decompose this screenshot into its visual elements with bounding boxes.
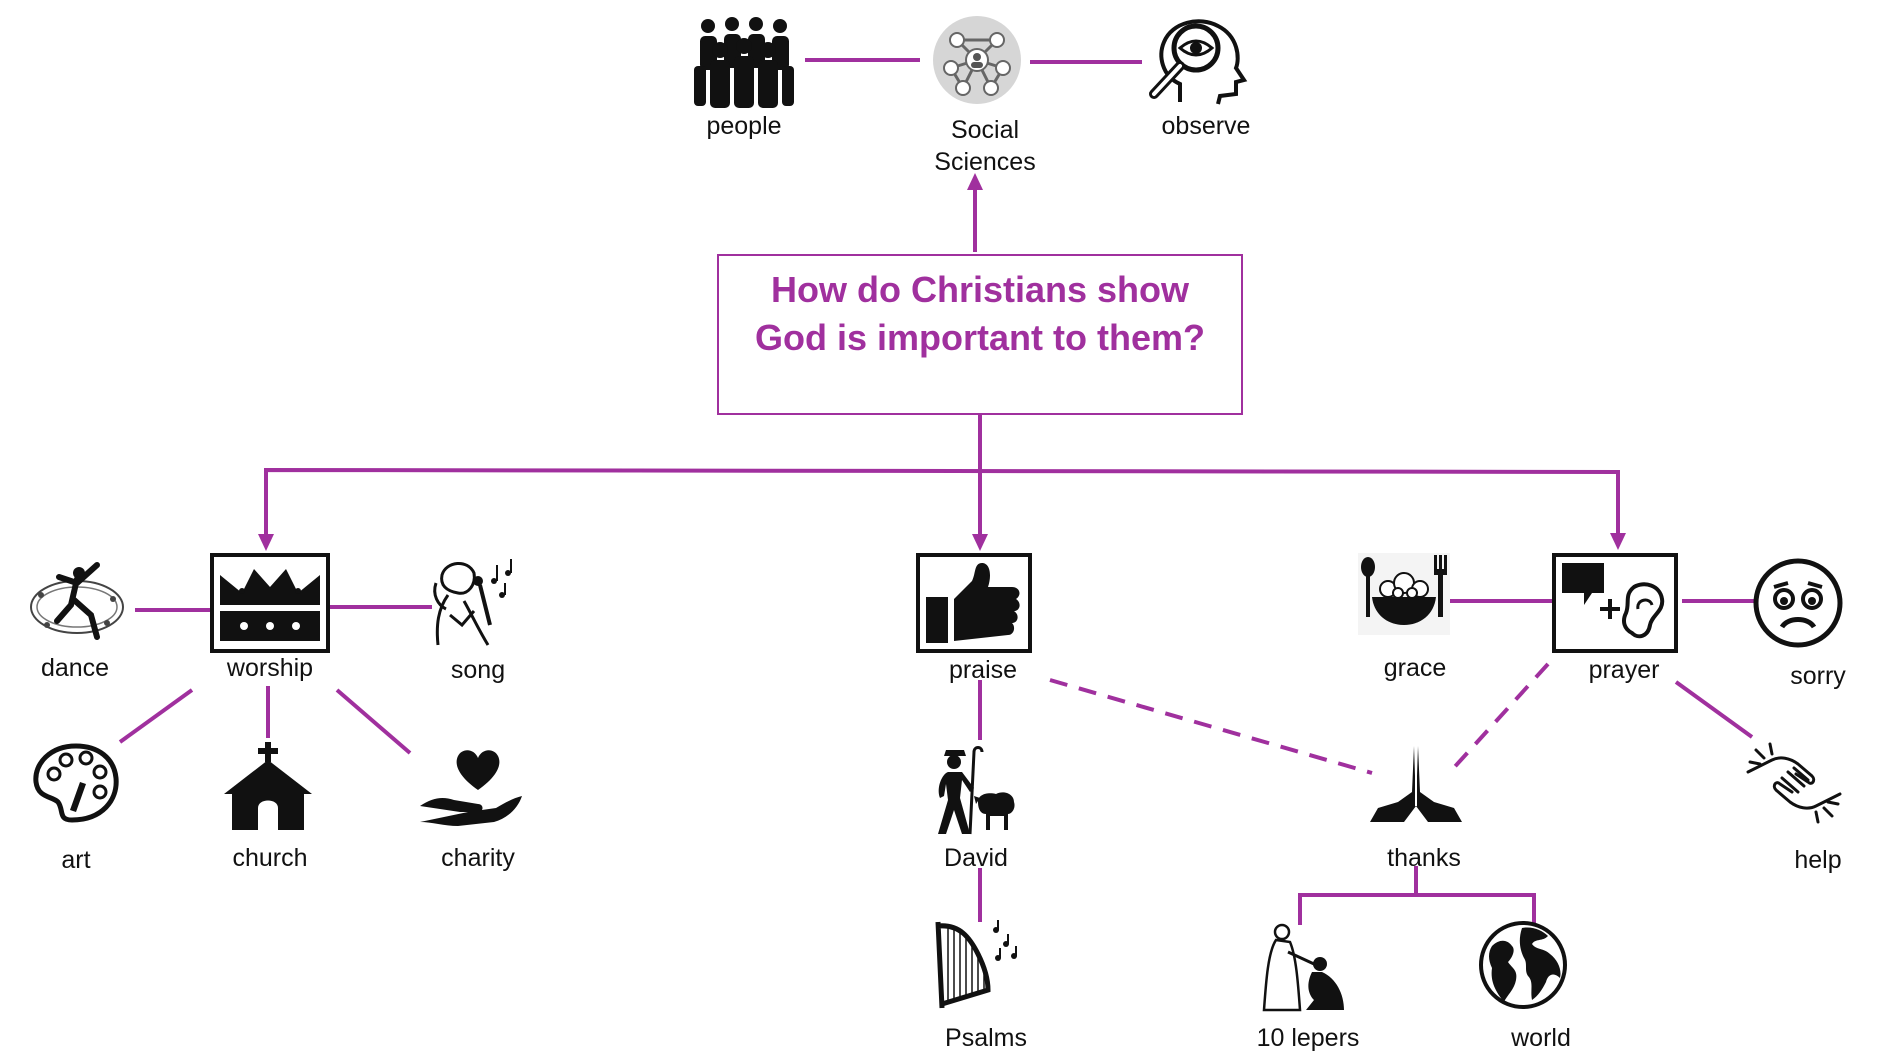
label-praise: praise [948,656,1018,684]
label-david: David [944,844,1008,872]
question-box: How do Christians show God is important … [717,254,1243,415]
label-observe: observe [1161,112,1251,140]
line-praise-thanks-dashed [1049,678,1373,775]
label-song: song [450,656,506,684]
palette-icon [33,743,119,823]
label-art: art [61,846,91,874]
label-social-sciences: Social Sciences [934,116,1036,176]
harp-icon [935,920,1017,1009]
label-lepers: 10 lepers [1256,1024,1360,1052]
observe-head-icon [1149,19,1248,105]
label-dance: dance [40,654,110,682]
line-worship-charity [335,688,412,755]
heart-hand-icon [420,750,522,826]
praying-hands-icon [1370,746,1462,822]
arrowhead-worship [258,534,274,551]
shepherd-icon [938,746,1015,835]
speech-ear-icon [1552,553,1678,653]
question-text: How do Christians show God is important … [755,269,1205,358]
label-thanks: thanks [1387,844,1461,872]
line-branch [264,467,1620,542]
sad-face-icon [1753,558,1843,648]
line-prayer-thanks-dashed [1448,662,1550,774]
label-prayer: prayer [1588,656,1660,684]
label-grace: grace [1383,654,1447,682]
line-prayer-help [1674,680,1754,739]
arrowhead-prayer [1610,533,1626,550]
label-help: help [1794,846,1842,874]
label-world: world [1511,1024,1571,1052]
healing-icon [1262,923,1344,1012]
arrowhead-social-sciences [967,173,983,190]
label-psalms: Psalms [945,1024,1027,1052]
dancer-icon [30,562,124,640]
meal-icon [1358,553,1450,635]
church-icon [224,742,312,830]
crowd-icon [694,17,794,108]
line-thanks-branch [1298,893,1536,925]
label-people: people [706,112,782,140]
thumbs-up-icon [916,553,1032,653]
crown-icon [210,553,330,653]
line-worship-art [118,688,194,744]
label-church: church [232,844,308,872]
label-sorry: sorry [1790,662,1846,690]
label-worship: worship [226,654,314,682]
helping-hands-icon [1746,742,1842,824]
globe-icon [1479,921,1567,1009]
label-charity: charity [441,844,515,872]
network-icon [933,16,1021,104]
arrowhead-praise [972,534,988,551]
singer-icon [433,559,512,646]
